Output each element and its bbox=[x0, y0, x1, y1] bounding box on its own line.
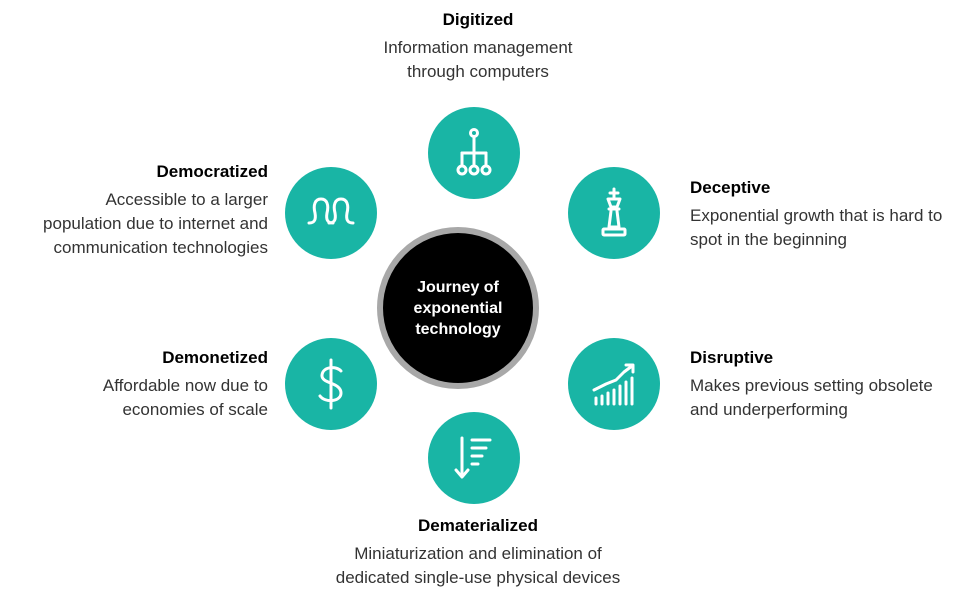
people-icon bbox=[307, 197, 355, 225]
dematerialized-node bbox=[428, 412, 520, 504]
chess-king-icon bbox=[601, 187, 627, 237]
deceptive-title: Deceptive bbox=[690, 178, 771, 197]
democratized-description: Accessible to a larger population due to… bbox=[43, 190, 268, 257]
democratized-node bbox=[285, 167, 377, 259]
digitized-title: Digitized bbox=[442, 10, 514, 29]
deceptive-node bbox=[568, 167, 660, 259]
growth-chart-icon bbox=[592, 363, 635, 406]
deceptive-label: Deceptive Exponential growth that is har… bbox=[690, 176, 975, 252]
disruptive-title: Disruptive bbox=[690, 348, 774, 367]
demonetized-description: Affordable now due to economies of scale bbox=[102, 376, 268, 419]
disruptive-node bbox=[568, 338, 660, 430]
deceptive-description: Exponential growth that is hard to spot … bbox=[690, 206, 943, 249]
center-circle: Journey of exponential technology bbox=[377, 227, 539, 389]
dematerialized-label: Dematerialized Miniaturization and elimi… bbox=[298, 514, 658, 590]
disruptive-label: Disruptive Makes previous setting obsole… bbox=[690, 346, 975, 422]
democratized-title: Democratized bbox=[156, 162, 268, 181]
sort-descending-icon bbox=[454, 436, 492, 479]
dematerialized-title: Dematerialized bbox=[418, 516, 538, 535]
democratized-label: Democratized Accessible to a larger popu… bbox=[0, 160, 268, 260]
digitized-node bbox=[428, 107, 520, 199]
demonetized-title: Demonetized bbox=[162, 348, 268, 367]
network-tree-icon bbox=[456, 128, 492, 176]
digitized-description: Information management through computers bbox=[383, 38, 573, 81]
digitized-label: Digitized Information management through… bbox=[318, 8, 638, 84]
dematerialized-description: Miniaturization and elimination of dedic… bbox=[335, 544, 621, 587]
center-label: Journey of exponential technology bbox=[413, 278, 503, 338]
demonetized-node bbox=[285, 338, 377, 430]
dollar-icon bbox=[318, 358, 343, 410]
demonetized-label: Demonetized Affordable now due to econom… bbox=[0, 346, 268, 422]
disruptive-description: Makes previous setting obsolete and unde… bbox=[690, 376, 933, 419]
